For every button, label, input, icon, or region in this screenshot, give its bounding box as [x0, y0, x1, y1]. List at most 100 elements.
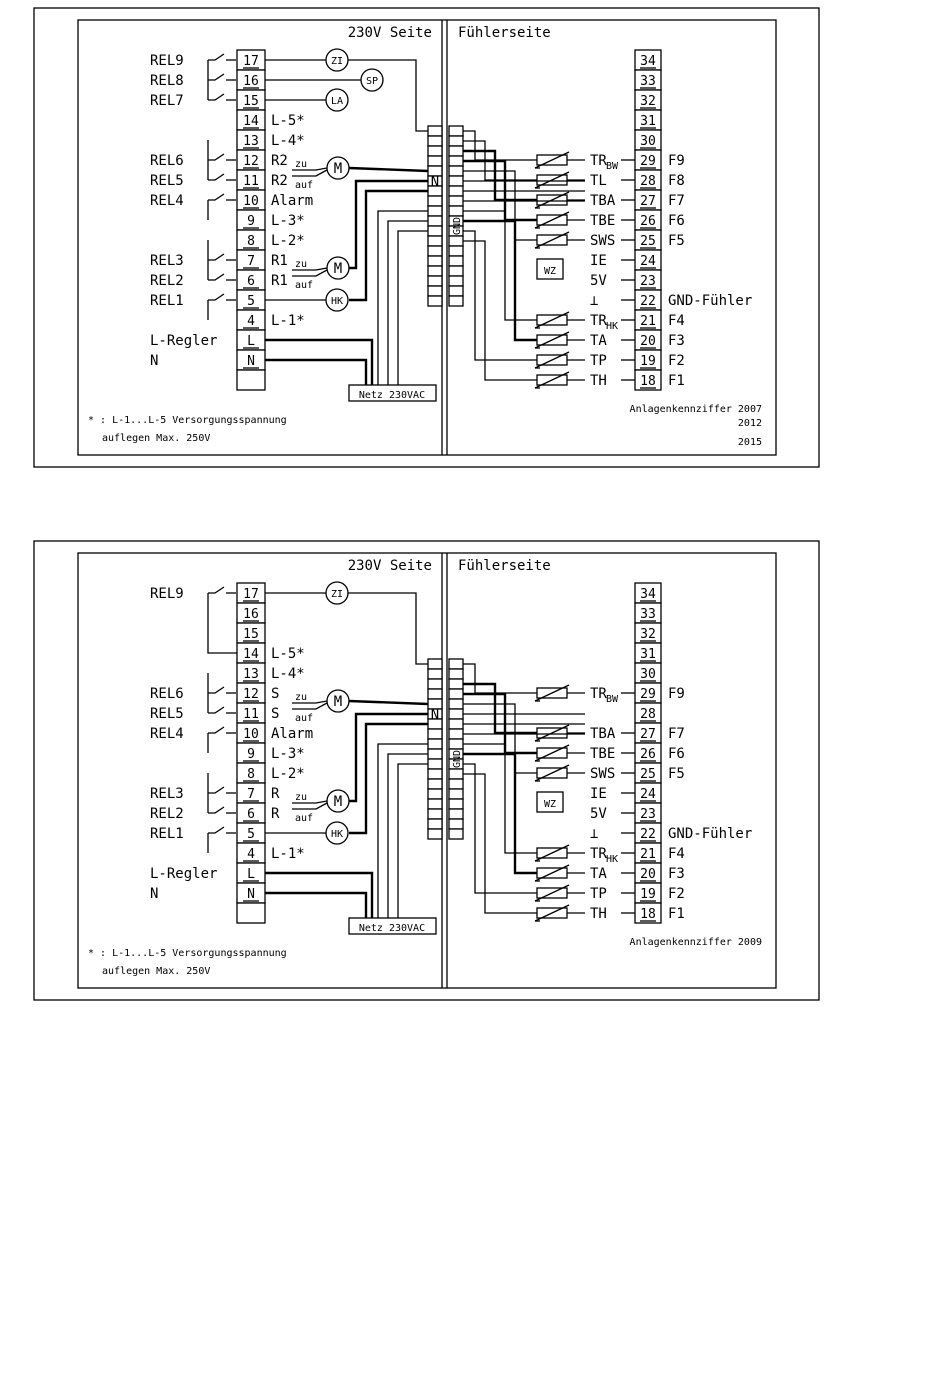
wire: [534, 724, 570, 742]
relay-contact: [208, 826, 225, 834]
motor-auf-label: auf: [295, 713, 313, 724]
left-terminal-label: L-1*: [271, 846, 305, 862]
relay-label: REL9: [150, 586, 184, 602]
sensor-f-label: F8: [668, 173, 685, 189]
wire: [348, 592, 428, 665]
device-label: LA: [331, 96, 343, 107]
sensor-label: IE: [590, 253, 607, 269]
wire: [207, 593, 237, 654]
connector-cell: [427, 808, 443, 820]
sensor-f-label: F9: [668, 153, 685, 169]
right-terminal-number: 31: [640, 114, 656, 129]
relay-label: L-Regler: [150, 333, 217, 349]
connector-cell: [448, 768, 464, 780]
right-side-title: Fühlerseite: [458, 25, 551, 41]
wire: [463, 219, 537, 342]
left-terminal-label: L-5*: [271, 113, 305, 129]
wire: [292, 269, 328, 277]
connector-cell: [448, 295, 464, 307]
wire: [463, 210, 537, 321]
sensor-label: TR: [590, 686, 607, 702]
connector-cell: [427, 205, 443, 217]
left-terminal-label: L-2*: [271, 233, 305, 249]
thermistor-icon: [534, 171, 570, 189]
wire: [463, 682, 537, 735]
relay-label: N: [150, 353, 158, 369]
motor-auf-label: auf: [295, 280, 313, 291]
sensor-label: SWS: [590, 233, 615, 249]
left-terminal-label: S: [271, 706, 279, 722]
relay-label: REL1: [150, 826, 184, 842]
wire: [348, 59, 428, 132]
right-terminal-number: 24: [640, 254, 656, 269]
left-terminal-number: 6: [247, 274, 255, 289]
thermistor-icon: [534, 864, 570, 882]
relay-label: REL4: [150, 193, 184, 209]
left-terminal-label: L-4*: [271, 133, 305, 149]
wire: [292, 802, 328, 810]
thermistor-icon: [534, 211, 570, 229]
connector-cell: [427, 818, 443, 830]
sensor-label: TP: [590, 886, 607, 902]
wz-box: [536, 258, 564, 280]
left-terminal-number: 17: [243, 587, 259, 602]
wire: [534, 331, 570, 349]
connector-cell: [448, 165, 464, 177]
sensor-f-label: F3: [668, 866, 685, 882]
wire: [534, 904, 570, 922]
relay-contact: [208, 173, 225, 181]
sensor-f-label: F1: [668, 906, 685, 922]
left-terminal-number: 16: [243, 607, 259, 622]
motor-auf-label: auf: [295, 813, 313, 824]
left-terminal-label: S: [271, 686, 279, 702]
wire: [349, 179, 428, 270]
inner-frame: [77, 19, 777, 456]
motor-zu-label: zu: [295, 259, 307, 270]
relay-label: REL2: [150, 273, 184, 289]
sensor-f-label: F6: [668, 746, 685, 762]
device-hk: HK: [325, 288, 349, 312]
left-terminal-number: 14: [243, 647, 259, 662]
sensor-label: TH: [590, 373, 607, 389]
wire: [397, 230, 428, 386]
relay-label: REL7: [150, 93, 184, 109]
connector-cell: [427, 828, 443, 840]
device-la: LA: [325, 88, 349, 112]
relay-contact: [208, 726, 225, 734]
left-terminal-number: 11: [243, 174, 259, 189]
device-hk: HK: [325, 821, 349, 845]
connector-cell: [427, 155, 443, 167]
left-terminal-label: R1: [271, 273, 288, 289]
device-label: ZI: [331, 589, 343, 600]
netz-label: Netz 230VAC: [359, 923, 425, 934]
relay-contact: [208, 273, 225, 281]
n-label: N: [431, 174, 439, 190]
sensor-f-label: GND-Fühler: [668, 293, 752, 309]
connector-cell: [427, 738, 443, 750]
wz-label: WZ: [544, 799, 556, 810]
sensor-label: TA: [590, 866, 607, 882]
relay-contact: [208, 806, 225, 814]
right-side-title: Fühlerseite: [458, 558, 551, 574]
motor-zu-label: zu: [295, 159, 307, 170]
connector-cell: [427, 215, 443, 227]
wire: [292, 800, 328, 804]
connector-cell: [427, 135, 443, 147]
left-terminal: [236, 369, 266, 391]
wire: [534, 884, 570, 902]
sensor-f-label: F4: [668, 313, 685, 329]
footnote-line-1: * : L-1...L-5 Versorgungsspannung: [88, 415, 287, 426]
connector-cell: [427, 678, 443, 690]
thermistor-icon: [534, 191, 570, 209]
connector-cell: [448, 668, 464, 680]
relay-label: REL3: [150, 253, 184, 269]
right-terminal-number: 34: [640, 587, 656, 602]
motor-zu-label: zu: [295, 792, 307, 803]
relay-label: REL8: [150, 73, 184, 89]
thermistor-icon: [534, 371, 570, 389]
relay-contact: [208, 53, 225, 61]
left-terminal-label: L-5*: [271, 646, 305, 662]
